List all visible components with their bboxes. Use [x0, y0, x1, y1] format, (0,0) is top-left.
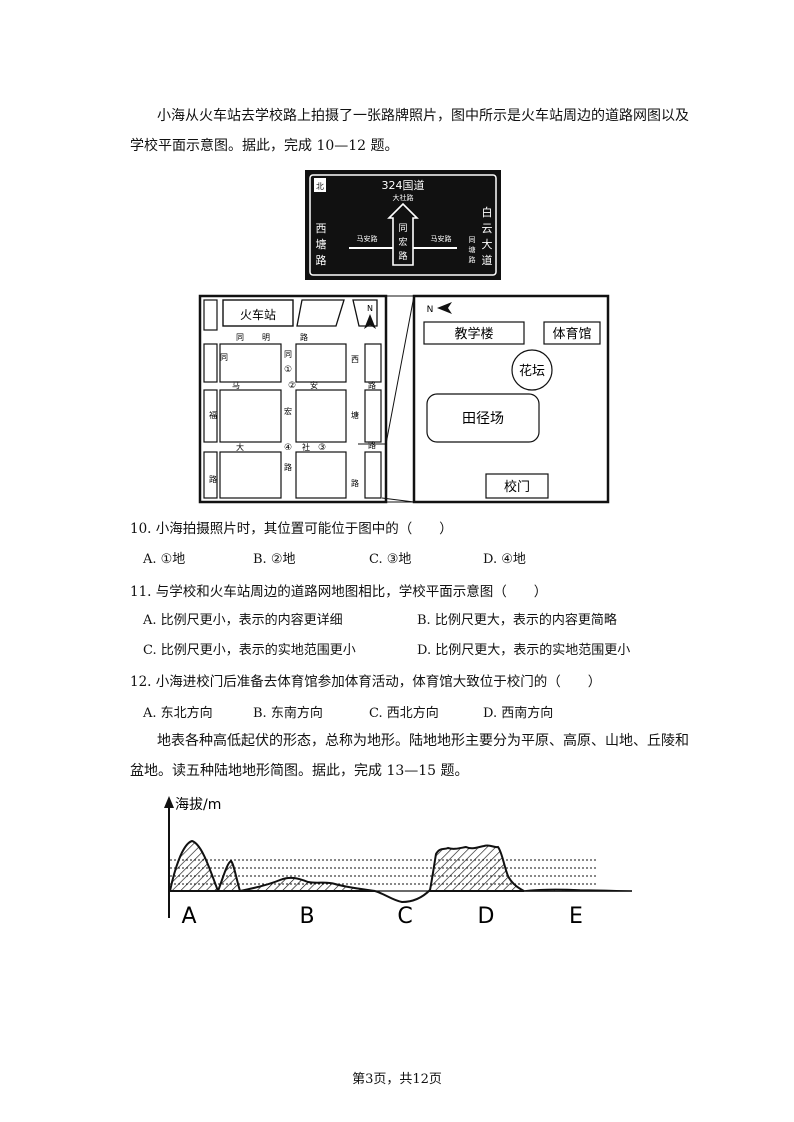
track-field — [426, 393, 540, 443]
road-label-lu-mid: 路 — [284, 462, 292, 472]
road-label-tongfu-1: 福 — [209, 411, 217, 420]
road-label-tong-left: 同 — [220, 353, 228, 362]
sign-right-arm: 马安路 — [431, 234, 452, 243]
terrain-e-plain — [523, 888, 633, 892]
q12-option-d[interactable]: D. 西南方向 — [483, 706, 554, 721]
sign-left-2: 塘 — [316, 237, 327, 251]
q11-option-d[interactable]: D. 比例尺更大，表示的实地范围更小 — [417, 643, 631, 658]
teaching-building — [423, 321, 525, 345]
q12-option-a[interactable]: A. 东北方向 — [143, 706, 213, 721]
q11-option-b[interactable]: B. 比例尺更大，表示的内容更简略 — [417, 613, 617, 628]
sign-left-3: 路 — [316, 254, 327, 267]
teaching-building-label: 教学楼 — [454, 326, 493, 342]
map-north-arrow — [364, 314, 376, 329]
page-footer: 第3页，共12页 — [352, 1072, 442, 1087]
sign-right-3: 大 — [482, 237, 493, 251]
sign-left-1: 西 — [316, 222, 327, 235]
gym-label: 体育馆 — [552, 326, 591, 342]
marker-3: ③ — [318, 443, 326, 453]
y-axis-label: 海拔/m — [175, 797, 221, 813]
sign-center-1: 同 — [398, 223, 407, 234]
question-10-stem: 10. 小海拍摄照片时，其位置可能位于图中的（ ） — [130, 521, 453, 537]
flowerbed — [511, 349, 553, 391]
road-label-xi-4: 路 — [368, 440, 376, 450]
road-label-hong: 宏 — [284, 406, 292, 416]
sign-rsmall-3: 路 — [469, 255, 476, 264]
terrain-letter-d: D — [478, 904, 495, 929]
road-label-dashe-2: 社 — [302, 442, 310, 452]
q10-option-a[interactable]: A. ①地 — [143, 552, 186, 567]
station-box — [222, 299, 294, 327]
road-label-tongming-2: 明 — [262, 333, 270, 342]
terrain-letter-a: A — [181, 904, 196, 929]
road-label-maan-2: 安 — [310, 380, 318, 390]
sign-left-arm: 马安路 — [357, 234, 378, 243]
intro2-line-2: 盆地。读五种陆地地形简图。据此，完成 13—15 题。 — [130, 763, 469, 779]
gate-label: 校门 — [504, 479, 530, 495]
road-label-maan-1: 马 — [232, 381, 240, 390]
road-label-tong-mid: 同 — [284, 350, 292, 359]
road-label-dashe-1: 大 — [236, 442, 244, 452]
q11-option-c[interactable]: C. 比例尺更小，表示的实地范围更小 — [143, 643, 356, 658]
terrain-letter-e: E — [569, 904, 583, 929]
sign-rsmall-2: 塘 — [469, 245, 476, 254]
sign-rsmall-1: 同 — [469, 236, 476, 244]
question-11-stem: 11. 与学校和火车站周边的道路网地图相比，学校平面示意图（ ） — [130, 584, 548, 600]
road-label-xi-3: 塘 — [351, 410, 359, 420]
sign-right-1: 白 — [482, 205, 493, 219]
sign-center-2: 宏 — [398, 236, 407, 248]
terrain-a-small-peak — [216, 859, 242, 892]
marker-2: ② — [288, 381, 296, 391]
terrain-letter-b: B — [299, 904, 314, 929]
road-sign-figure: 北 324国道 大社路 同 宏 路 马安路 马安路 西 塘 路 同 塘 路 白 … — [305, 170, 501, 280]
marker-1: ① — [284, 365, 292, 375]
station-label: 火车站 — [240, 307, 276, 322]
road-label-tongming-3: 路 — [300, 332, 308, 342]
map-north-label: N — [367, 304, 373, 313]
terrain-a-mountain — [168, 839, 220, 892]
plan-north-label: N — [427, 305, 434, 315]
q12-option-c[interactable]: C. 西北方向 — [369, 706, 439, 721]
terrain-c-basin — [374, 889, 431, 904]
intro2-line-1: 地表各种高低起伏的形态，总称为地形。陆地地形主要分为平原、高原、山地、丘陵和 — [157, 733, 689, 749]
q10-option-c[interactable]: C. ③地 — [369, 552, 412, 567]
sign-right-4: 道 — [482, 253, 493, 267]
question-12-stem: 12. 小海进校门后准备去体育馆参加体育活动，体育馆大致位于校门的（ ） — [130, 674, 602, 690]
terrain-d-plateau — [429, 844, 525, 892]
terrain-b-hills — [239, 876, 376, 892]
flowerbed-label: 花坛 — [519, 363, 545, 379]
sign-right-2: 云 — [482, 222, 493, 235]
q11-option-a[interactable]: A. 比例尺更小，表示的内容更详细 — [143, 613, 343, 628]
intro-line-1: 小海从火车站去学校路上拍摄了一张路牌照片，图中所示是火车站周边的道路网图以及 — [157, 108, 689, 124]
road-label-xi-2: 路 — [368, 380, 376, 390]
marker-4: ④ — [284, 443, 292, 453]
y-axis-arrow — [164, 796, 174, 808]
intro-line-2: 学校平面示意图。据此，完成 10—12 题。 — [130, 138, 399, 154]
plan-north-arrow — [437, 302, 452, 314]
school-gate — [485, 473, 549, 499]
road-label-tongming-1: 同 — [236, 333, 244, 342]
sign-top-sub: 大社路 — [393, 193, 414, 202]
sign-north-badge: 北 — [316, 182, 324, 191]
road-label-maan-3: 路 — [351, 478, 359, 488]
road-label-xi-1: 西 — [351, 355, 359, 364]
sign-center-3: 路 — [398, 250, 407, 262]
terrain-letter-c: C — [397, 904, 412, 929]
map-figure: 火车站 N 同 明 路 同 同 ① 西 马 ② 安 路 福 宏 塘 大 ④ 社 … — [198, 294, 610, 504]
sign-top-road: 324国道 — [382, 178, 425, 192]
gym-building — [543, 321, 601, 345]
q12-option-b[interactable]: B. 东南方向 — [253, 706, 323, 721]
q10-option-b[interactable]: B. ②地 — [253, 552, 296, 567]
terrain-figure: 海拔/m A B C D E — [164, 796, 633, 929]
road-label-tongfu-2: 路 — [209, 474, 217, 484]
q10-option-d[interactable]: D. ④地 — [483, 552, 526, 567]
track-label: 田径场 — [462, 411, 504, 427]
